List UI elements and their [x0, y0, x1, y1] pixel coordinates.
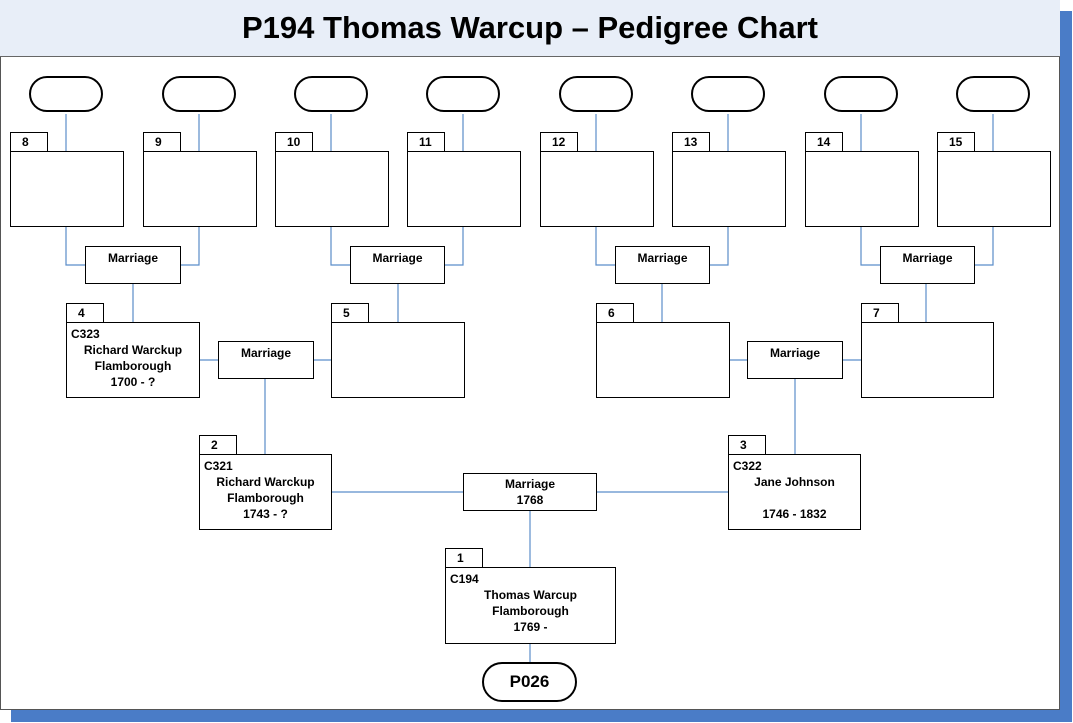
chart-title: P194 Thomas Warcup – Pedigree Chart	[0, 0, 1060, 57]
ancestor-oval[interactable]	[426, 76, 500, 112]
person-box-15[interactable]	[937, 151, 1051, 227]
marriage-box[interactable]: Marriage	[747, 341, 843, 379]
marriage-label: Marriage	[240, 346, 292, 360]
marriage-box[interactable]: Marriage	[85, 246, 181, 284]
ancestor-oval[interactable]	[162, 76, 236, 112]
marriage-label: Marriage	[769, 346, 821, 360]
person-box-2[interactable]: C321 Richard Warckup Flamborough 1743 - …	[199, 454, 332, 530]
person-number-2: 2	[199, 435, 237, 455]
marriage-year: 1768	[516, 493, 544, 507]
marriage-label: Marriage	[107, 251, 159, 265]
person-number-12: 12	[540, 132, 578, 152]
marriage-box[interactable]: Marriage	[350, 246, 445, 284]
ancestor-oval[interactable]	[294, 76, 368, 112]
ancestor-oval[interactable]	[29, 76, 103, 112]
marriage-label: Marriage	[504, 477, 556, 491]
person-box-9[interactable]	[143, 151, 257, 227]
marriage-box[interactable]: Marriage	[615, 246, 710, 284]
person-number-11: 11	[407, 132, 445, 152]
person-number-8: 8	[10, 132, 48, 152]
marriage-label: Marriage	[637, 251, 688, 265]
person-box-6[interactable]	[596, 322, 730, 398]
person-number-15: 15	[937, 132, 975, 152]
person-box-13[interactable]	[672, 151, 786, 227]
marriage-box[interactable]: Marriage 1768	[463, 473, 597, 511]
person-box-11[interactable]	[407, 151, 521, 227]
person-details: Jane Johnson 1746 - 1832	[754, 475, 835, 521]
reference-oval[interactable]: P026	[482, 662, 577, 702]
marriage-box[interactable]: Marriage	[880, 246, 975, 284]
person-box-7[interactable]	[861, 322, 994, 398]
person-number-7: 7	[861, 303, 899, 323]
person-box-8[interactable]	[10, 151, 124, 227]
person-box-10[interactable]	[275, 151, 389, 227]
person-number-9: 9	[143, 132, 181, 152]
person-number-13: 13	[672, 132, 710, 152]
ancestor-oval[interactable]	[691, 76, 765, 112]
person-number-10: 10	[275, 132, 313, 152]
person-details: Richard Warckup Flamborough 1700 - ?	[83, 343, 183, 389]
person-number-3: 3	[728, 435, 766, 455]
person-box-3[interactable]: C322 Jane Johnson 1746 - 1832	[728, 454, 861, 530]
marriage-label: Marriage	[372, 251, 423, 265]
ancestor-oval[interactable]	[824, 76, 898, 112]
ancestor-oval[interactable]	[956, 76, 1030, 112]
person-id: C323	[71, 327, 100, 341]
person-number-1: 1	[445, 548, 483, 568]
person-id: C194	[450, 572, 479, 586]
ancestor-oval[interactable]	[559, 76, 633, 112]
marriage-box[interactable]: Marriage	[218, 341, 314, 379]
person-details: Richard Warckup Flamborough 1743 - ?	[216, 475, 315, 521]
person-id: C322	[733, 459, 762, 473]
person-details: Thomas Warcup Flamborough 1769 -	[484, 588, 577, 634]
person-number-4: 4	[66, 303, 104, 323]
person-box-4[interactable]: C323 Richard Warckup Flamborough 1700 - …	[66, 322, 200, 398]
person-number-5: 5	[331, 303, 369, 323]
person-box-5[interactable]	[331, 322, 465, 398]
marriage-label: Marriage	[902, 251, 953, 265]
person-box-14[interactable]	[805, 151, 919, 227]
connector-lines	[65, 114, 994, 662]
person-number-14: 14	[805, 132, 843, 152]
person-id: C321	[204, 459, 233, 473]
person-box-1[interactable]: C194 Thomas Warcup Flamborough 1769 -	[445, 567, 616, 644]
person-box-12[interactable]	[540, 151, 654, 227]
person-number-6: 6	[596, 303, 634, 323]
